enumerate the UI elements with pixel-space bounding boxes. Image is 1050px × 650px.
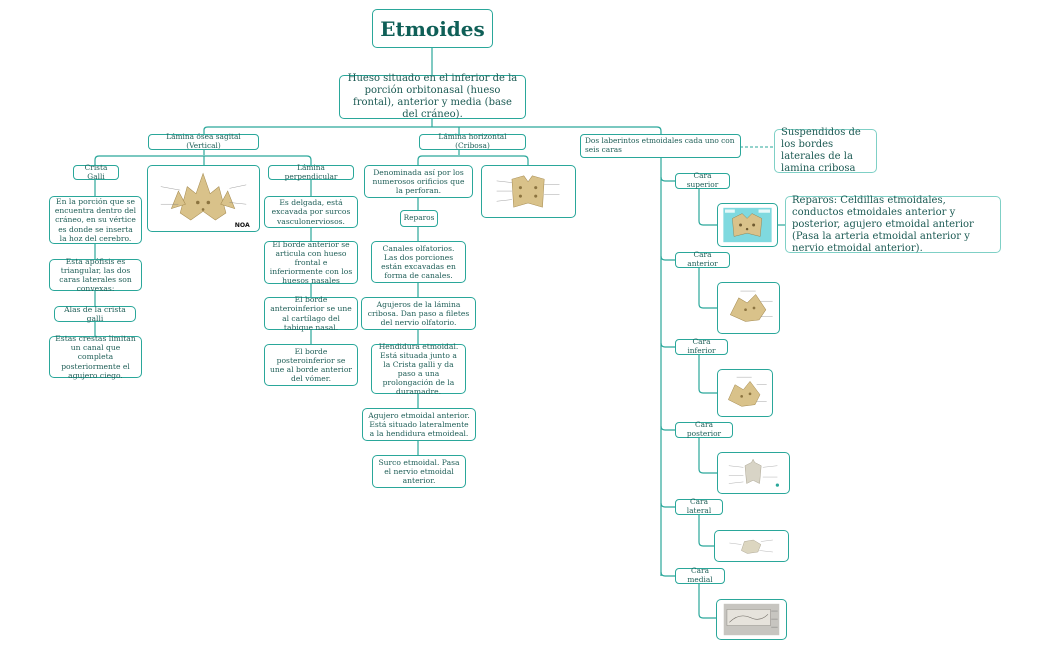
crista-galli-node[interactable]: Crista Galli <box>73 163 119 180</box>
ethmoid-inferior-image <box>717 369 773 417</box>
central-text: Hueso situado en el inferior de la porci… <box>347 73 518 120</box>
perpendicular-item-1[interactable]: Es delgada, está excavada por surcos vas… <box>264 196 358 228</box>
cribosa-reparo-2[interactable]: Agujeros de la lámina cribosa. Dan paso … <box>361 297 476 330</box>
perpendicular-item-3[interactable]: El borde anteroinferior se une al cartíl… <box>264 295 358 332</box>
ethmoid-inferior-image-drawing <box>728 377 767 407</box>
crista-item-3[interactable]: Alas de la crista galli <box>54 305 136 323</box>
crista-item-4[interactable]: Estas crestas limitan un canal que compl… <box>49 334 142 380</box>
cribosa-reparo-1[interactable]: Canales olfatorios. Las dos porciones es… <box>371 241 466 283</box>
ethmoid-cribosa-image <box>481 165 576 218</box>
ethmoid-cribosa-image-drawing <box>496 175 560 208</box>
cribosa-reparo-4[interactable]: Agujero etmoidal anterior. Está situado … <box>362 408 476 441</box>
cara-anterior-node[interactable]: Cara anterior <box>675 250 730 268</box>
crista-item-2[interactable]: Esta apófisis es triangular, las dos car… <box>49 257 142 293</box>
ethmoid-lateral-image-drawing <box>729 539 773 554</box>
ethmoid-posterior-image <box>717 452 790 494</box>
branch-lamina-sagital[interactable]: Lámina ósea sagital (Vertical) <box>148 132 259 150</box>
ethmoid-vertical-image: NOA <box>147 165 260 232</box>
ethmoid-medial-image-drawing <box>723 603 780 636</box>
cara-superior-node[interactable]: Cara superior <box>675 171 730 189</box>
ethmoid-medial-image <box>716 599 787 640</box>
cribosa-desc-node[interactable]: Denominada así por los numerosos orifici… <box>364 165 473 198</box>
ethmoid-superior-image <box>717 203 778 247</box>
svg-text:NOA: NOA <box>235 222 250 228</box>
cara-lateral-node[interactable]: Cara lateral <box>675 497 723 515</box>
cribosa-reparos-node[interactable]: Reparos <box>400 210 438 227</box>
branch-laberintos[interactable]: Dos laberintos etmoidales cada uno con s… <box>580 134 741 158</box>
cribosa-reparo-3[interactable]: Hendidura etmoidal. Está situada junto a… <box>371 342 466 396</box>
perpendicular-node[interactable]: Lámina perpendicular <box>268 163 354 180</box>
ethmoid-lateral-image <box>714 530 789 562</box>
laberintos-note[interactable]: Suspendidos de los bordes laterales de l… <box>774 127 877 174</box>
cribosa-reparo-5[interactable]: Surco etmoidal. Pasa el nervio etmoidal … <box>372 455 466 488</box>
cara-posterior-node[interactable]: Cara posterior <box>675 420 733 438</box>
ethmoid-anterior-image <box>717 282 780 334</box>
ethmoid-posterior-image-drawing <box>728 458 779 487</box>
central-node[interactable]: Hueso situado en el inferior de la porci… <box>339 73 526 120</box>
cara-superior-reparos-note[interactable]: Reparos: Celdillas etmoidales, conductos… <box>785 195 1001 254</box>
ethmoid-anterior-image-drawing <box>729 290 773 322</box>
branch-lamina-horizontal[interactable]: Lámina horizontal (Cribosa) <box>419 132 526 150</box>
title-node[interactable]: Etmoides <box>372 9 493 48</box>
cara-medial-node[interactable]: Cara medial <box>675 566 725 584</box>
perpendicular-item-2[interactable]: El borde anterior se articula con hueso … <box>264 240 358 285</box>
cara-inferior-node[interactable]: Cara inferior <box>675 337 728 355</box>
ethmoid-vertical-image-drawing: NOA <box>160 172 250 228</box>
crista-item-1[interactable]: En la porción que se encuentra dentro de… <box>49 196 142 244</box>
perpendicular-item-4[interactable]: El borde posteroinferior se une al borde… <box>264 344 358 386</box>
title-text: Etmoides <box>380 16 485 41</box>
ethmoid-superior-image-drawing <box>723 207 772 243</box>
